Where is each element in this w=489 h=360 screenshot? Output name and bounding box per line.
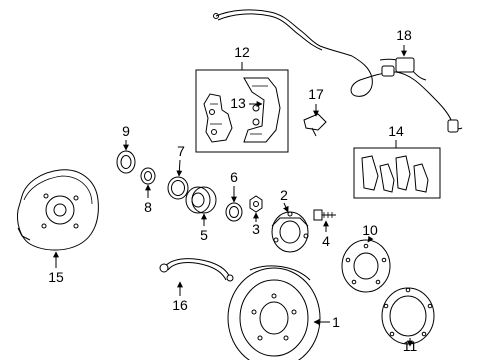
wheel-bearing bbox=[185, 186, 217, 214]
brake-hose bbox=[159, 258, 234, 282]
spacer-ring bbox=[225, 202, 243, 222]
callout-7: 7 bbox=[177, 143, 185, 159]
wheel-speed-sensor bbox=[303, 113, 327, 137]
callout-17: 17 bbox=[308, 86, 324, 102]
callout-18: 18 bbox=[396, 27, 412, 43]
brake-rotor bbox=[227, 265, 321, 360]
shield-ring bbox=[381, 287, 435, 345]
seal bbox=[116, 150, 136, 174]
caliper-support-box bbox=[195, 69, 289, 153]
axle-hub bbox=[271, 211, 309, 253]
callout-2: 2 bbox=[280, 187, 288, 203]
hub-bolt bbox=[313, 209, 336, 221]
callout-1: 1 bbox=[332, 314, 340, 330]
backing-plate bbox=[17, 169, 99, 251]
dust-cover bbox=[341, 239, 391, 293]
callout-5: 5 bbox=[200, 227, 208, 243]
callout-14: 14 bbox=[388, 123, 404, 139]
callout-6: 6 bbox=[230, 169, 238, 185]
callout-13: 13 bbox=[230, 95, 246, 111]
callout-11: 11 bbox=[403, 338, 418, 354]
retainer-ring bbox=[167, 176, 189, 200]
callout-15: 15 bbox=[48, 269, 64, 285]
leader-lines bbox=[53, 45, 413, 347]
callout-9: 9 bbox=[122, 123, 130, 139]
callout-8: 8 bbox=[144, 199, 152, 215]
callout-16: 16 bbox=[172, 297, 188, 313]
abs-wire-harness bbox=[213, 9, 463, 133]
lock-nut bbox=[249, 195, 263, 213]
callout-3: 3 bbox=[252, 221, 260, 237]
callout-4: 4 bbox=[322, 233, 330, 249]
o-ring bbox=[140, 167, 156, 185]
brake-pad-box bbox=[353, 147, 441, 199]
callout-10: 10 bbox=[362, 222, 378, 238]
callout-12: 12 bbox=[234, 44, 250, 60]
